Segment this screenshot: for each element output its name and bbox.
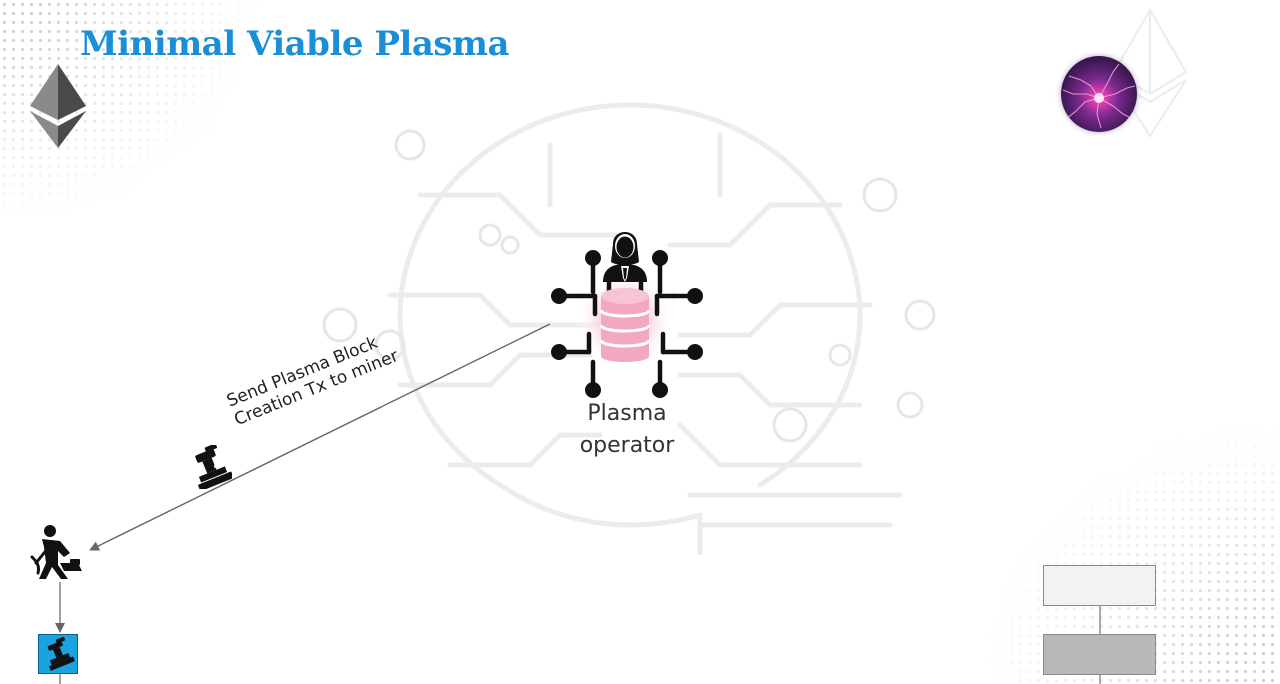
operator-label-line2: operator: [579, 433, 675, 458]
miner-icon: [30, 525, 82, 579]
transaction-box: [38, 634, 78, 674]
plasma-ball-icon: [1061, 56, 1137, 132]
ethereum-logo-icon: [30, 64, 86, 148]
operator-to-miner-arrow: [89, 323, 551, 551]
transaction-stamp-small-icon: [47, 636, 75, 671]
ethereum-watermark-icon: [1112, 8, 1188, 138]
plasma-operator-icon: [551, 232, 703, 398]
slide-title: Minimal Viable Plasma: [80, 24, 510, 64]
operator-label-line1: Plasma: [587, 401, 667, 426]
chain-block-dark: [1043, 634, 1156, 675]
circuit-background-icon: [322, 102, 936, 555]
transaction-stamp-icon: [195, 445, 232, 489]
plasma-operator-label: Plasma operator: [547, 398, 707, 462]
chain-block-light: [1043, 565, 1156, 606]
